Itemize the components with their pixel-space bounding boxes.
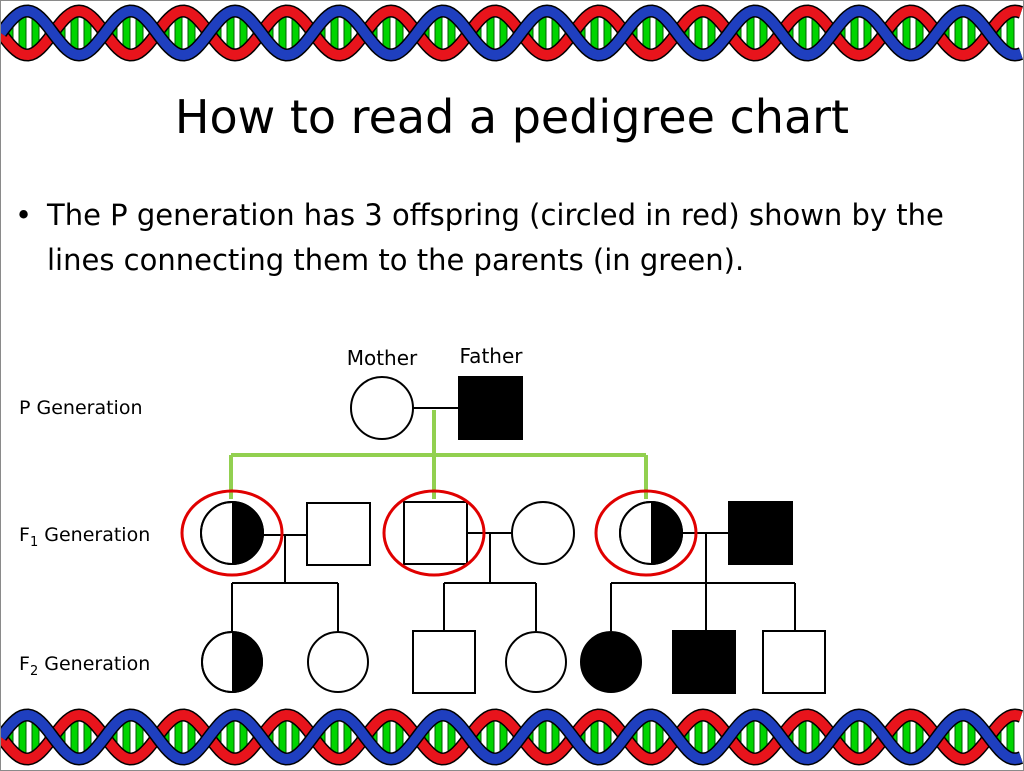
p-generation-label: P Generation [19,397,143,419]
f1-generation-label: F1 Generation [19,524,150,550]
f2-generation [201,630,826,694]
mother-circle [350,376,414,440]
father-label: Father [460,344,524,368]
dna-border-top [1,4,1023,62]
f1-spouse-3 [728,501,793,565]
dna-strand [1,5,1023,61]
dna-border-bottom [1,708,1023,766]
bullet-text: The P generation has 3 offspring (circle… [47,198,944,277]
f2-grandchild-3 [412,630,476,694]
slide-title: How to read a pedigree chart [174,90,850,144]
offspring-lines [229,410,648,499]
f2-grandchild-4 [505,631,567,693]
family-lines [231,407,796,633]
father-square [458,376,523,440]
f2-grandchild-6 [672,630,736,694]
f2-generation-label: F2 Generation [19,653,150,679]
f2-grandchild-1 [201,631,263,693]
f1-spouse-1 [306,502,371,566]
dna-strand [1,709,1023,765]
highlight-offspring-2 [382,489,486,577]
mother-label: Mother [347,346,418,370]
highlight-offspring-1 [180,489,284,577]
dna-strand [1,5,1023,61]
f1-offspring-3 [619,501,683,565]
f2-grandchild-5 [580,631,642,693]
offspring-highlights [180,489,698,577]
f2-grandchild-7 [762,630,826,694]
f1-offspring-2 [403,501,468,565]
highlight-offspring-3 [594,489,698,577]
bullet-dot-icon: • [15,198,33,232]
f1-generation [200,501,793,566]
f2-grandchild-2 [307,631,369,693]
f1-offspring-1 [200,501,264,565]
p-generation: Mother Father [347,344,524,440]
f1-spouse-2 [511,501,575,565]
dna-strand [1,709,1023,765]
bullet-list: • The P generation has 3 offspring (circ… [15,193,1005,283]
